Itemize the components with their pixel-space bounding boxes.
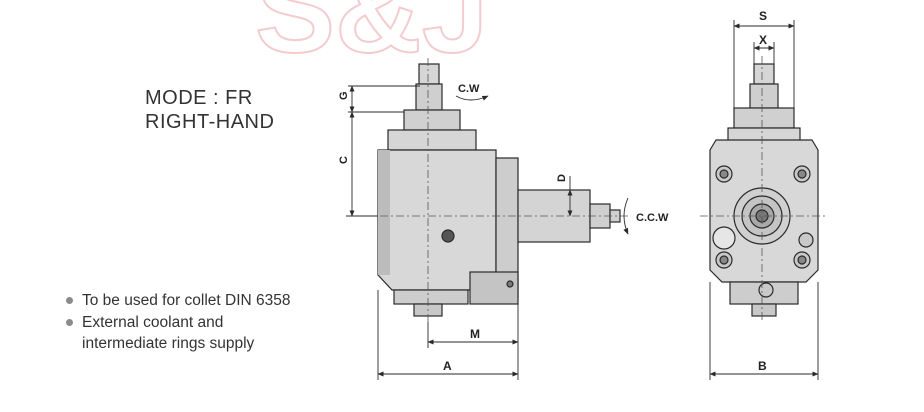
front-view [709,63,819,317]
bullet-icon [66,318,73,326]
note-text: External coolant and [82,313,224,331]
side-view [377,63,621,317]
note-item: To be used for collet DIN 6358 [66,290,291,312]
watermark-logo: S&J [255,0,488,78]
dim-label-c: C [338,156,350,164]
top-flange [403,109,461,131]
dim-label-x: X [759,33,767,47]
rotation-ccw-label: C.C.W [636,212,669,224]
notes-list: To be used for collet DIN 6358 External … [66,290,291,355]
body-screw-icon [441,229,455,243]
dim-label-s: S [759,9,767,23]
note-text: To be used for collet DIN 6358 [82,292,291,309]
dim-label-d: D [556,174,568,182]
top-bolt [418,63,440,85]
dim-label-m: M [470,327,480,341]
dim-label-g: G [338,91,350,100]
main-body [377,149,497,291]
dim-label-a: A [443,359,452,373]
side-bolt-icon [798,232,814,248]
front-top-bolt [753,63,775,85]
mode-line: MODE : FR [145,87,253,109]
coolant-port-icon [712,226,736,250]
note-text-continuation: intermediate rings supply [82,335,255,352]
bullet-icon [66,297,73,304]
mode-title: MODE : FR RIGHT-HAND [145,86,274,134]
note-item: External coolant and [66,312,291,334]
hand-line: RIGHT-HAND [145,111,275,133]
rotation-cw-label: C.W [458,83,480,95]
dim-label-b: B [758,359,767,373]
